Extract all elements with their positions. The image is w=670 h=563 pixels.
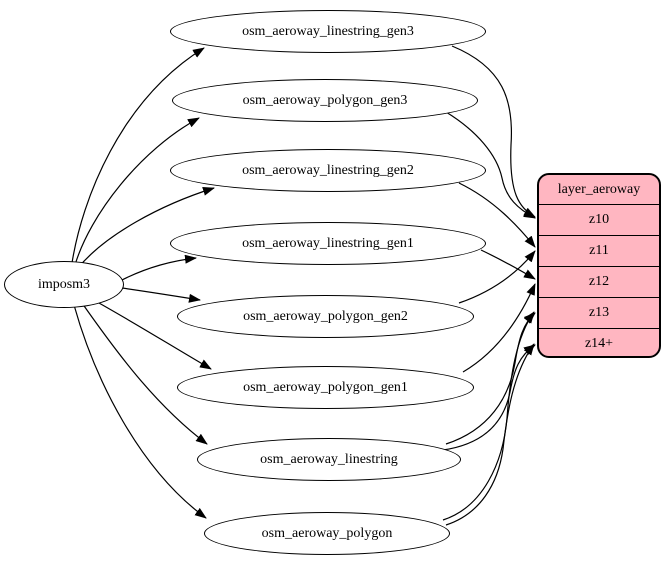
edge-linestring-gen3-z10 (451, 45, 536, 218)
node-osm-aeroway-polygon: osm_aeroway_polygon (204, 512, 450, 555)
edge-polygon-z13 (442, 311, 535, 521)
node-imposm3-label: imposm3 (37, 276, 91, 292)
layer-row-z11: z11 (539, 235, 659, 266)
edge-polygon-z14 (445, 343, 535, 526)
node-osm-aeroway-polygon-gen3: osm_aeroway_polygon_gen3 (172, 79, 478, 122)
layer-row-z14: z14+ (539, 328, 659, 356)
edge-linestring-z13 (445, 312, 536, 445)
edge-imposm3-polygon (73, 304, 207, 519)
edge-imposm3-linestring-gen1 (119, 254, 197, 282)
edge-imposm3-linestring-gen3 (71, 47, 205, 264)
edge-polygon-gen3-z10 (445, 111, 536, 219)
edge-linestring-gen1-z12 (480, 249, 536, 280)
edge-polygon-gen1-z12 (462, 283, 536, 373)
table-label: osm_aeroway_polygon_gen2 (243, 308, 408, 324)
table-label: osm_aeroway_linestring (260, 451, 398, 467)
edge-imposm3-polygon-gen2 (121, 287, 201, 303)
node-osm-aeroway-linestring-gen1: osm_aeroway_linestring_gen1 (170, 222, 486, 265)
node-osm-aeroway-linestring-gen2: osm_aeroway_linestring_gen2 (170, 149, 486, 192)
edge-imposm3-linestring-gen2 (77, 187, 215, 269)
layer-row-z13: z13 (539, 297, 659, 328)
edge-imposm3-linestring (81, 302, 208, 445)
edge-imposm3-polygon-gen1 (89, 297, 212, 370)
edge-linestring-gen2-z11 (458, 182, 536, 248)
node-imposm3: imposm3 (4, 261, 124, 308)
edge-polygon-gen2-z11 (458, 250, 536, 304)
node-layer-aeroway: layer_aeroway z10 z11 z12 z13 z14+ (537, 173, 661, 358)
table-label: osm_aeroway_linestring_gen2 (242, 162, 414, 178)
table-label: osm_aeroway_linestring_gen3 (242, 23, 414, 39)
table-label: osm_aeroway_linestring_gen1 (242, 235, 414, 251)
node-osm-aeroway-polygon-gen1: osm_aeroway_polygon_gen1 (177, 366, 474, 409)
node-osm-aeroway-polygon-gen2: osm_aeroway_polygon_gen2 (177, 295, 474, 338)
node-osm-aeroway-linestring: osm_aeroway_linestring (197, 438, 461, 481)
node-osm-aeroway-linestring-gen3: osm_aeroway_linestring_gen3 (170, 10, 486, 53)
table-label: osm_aeroway_polygon (261, 525, 393, 541)
table-label: osm_aeroway_polygon_gen1 (243, 379, 408, 395)
table-label: osm_aeroway_polygon_gen3 (242, 92, 408, 108)
layer-aeroway-title: layer_aeroway (557, 181, 641, 197)
layer-row-z12: z12 (539, 266, 659, 297)
edge-imposm3-polygon-gen3 (74, 117, 200, 266)
layer-row-z10: z10 (539, 204, 659, 235)
